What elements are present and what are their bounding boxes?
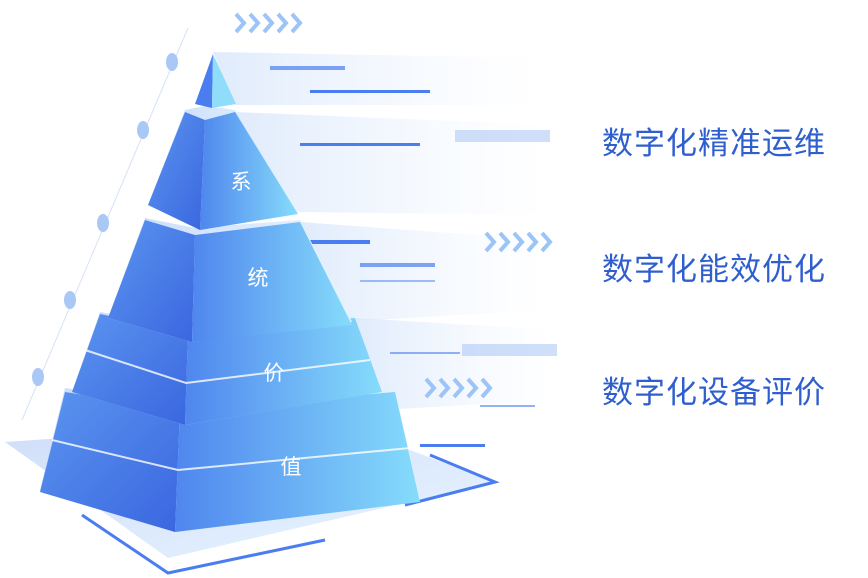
layer-label-3: 价 <box>263 361 285 385</box>
chevron-arrows-icon <box>234 12 553 399</box>
layer-label-4: 值 <box>280 455 302 479</box>
layer-label-2: 统 <box>247 266 269 290</box>
caption-maintenance: 数字化精准运维 <box>602 126 826 162</box>
pyramid-layer-1 <box>148 106 298 230</box>
timeline-dots <box>21 27 189 421</box>
layer-label-1: 系 <box>230 170 252 194</box>
pyramid-layer-3 <box>72 312 382 425</box>
caption-energy: 数字化能效优化 <box>602 252 826 288</box>
caption-evaluation: 数字化设备评价 <box>602 375 826 411</box>
pyramid-layer-4 <box>40 388 420 532</box>
pyramid-tip <box>195 54 236 108</box>
light-bars <box>213 52 557 447</box>
pyramid-layer-2 <box>108 218 352 342</box>
